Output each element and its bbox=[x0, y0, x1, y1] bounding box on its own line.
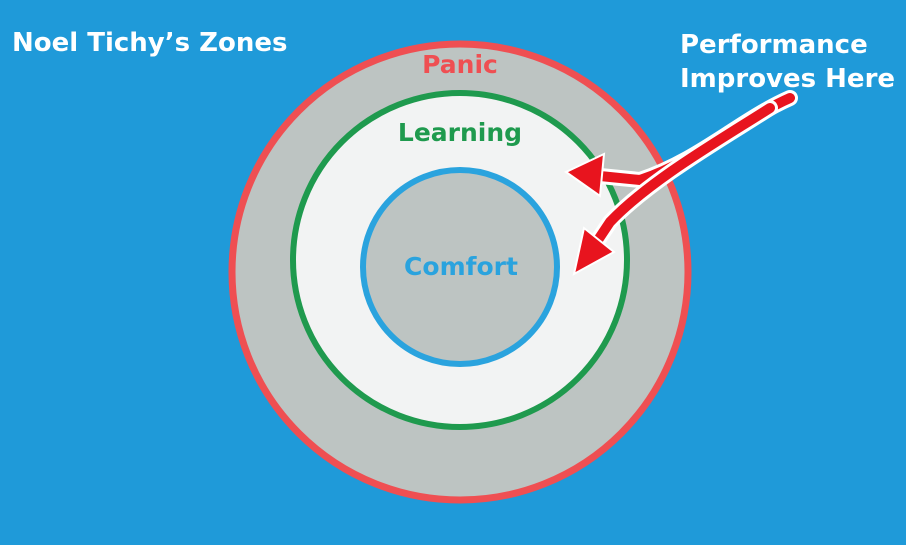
comfort-zone-circle bbox=[360, 167, 560, 367]
performance-callout: Performance Improves Here bbox=[680, 28, 895, 96]
callout-line-2: Improves Here bbox=[680, 64, 896, 94]
panic-zone-label: Panic bbox=[422, 50, 498, 79]
lower-arrow-head bbox=[572, 226, 616, 276]
comfort-zone-label: Comfort bbox=[404, 252, 518, 281]
learning-zone-label: Learning bbox=[397, 118, 523, 147]
lower-arrow bbox=[572, 100, 778, 276]
upper-arrow-head bbox=[564, 152, 606, 198]
callout-line-1: Performance bbox=[680, 30, 868, 60]
diagram-title: Noel Tichy’s Zones bbox=[12, 28, 288, 58]
lower-arrow-shaft bbox=[593, 103, 775, 245]
